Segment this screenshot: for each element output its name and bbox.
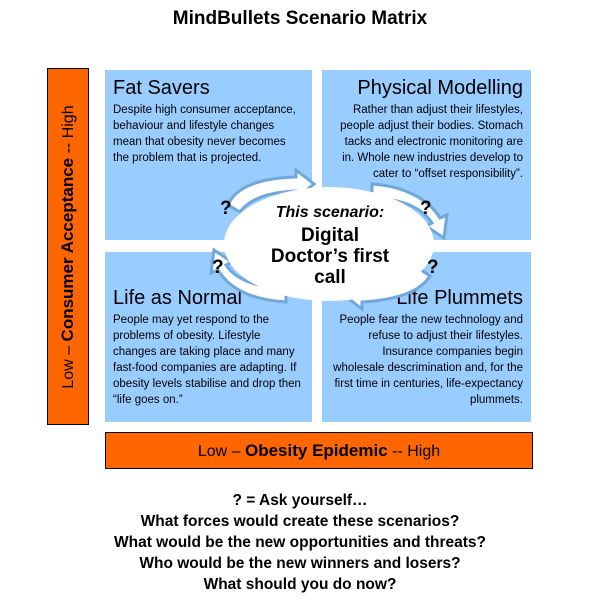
question-item: Who would be the new winners and losers? <box>139 555 461 572</box>
question-item: What forces would create these scenarios… <box>140 513 460 530</box>
scenario-name: Digital Doctor’s first call <box>270 225 390 288</box>
center-ellipse <box>224 187 434 301</box>
question-item: What would be the new opportunities and … <box>114 534 486 551</box>
x-axis-title: Obesity Epidemic <box>245 441 388 460</box>
diagram-title: MindBullets Scenario Matrix <box>172 8 428 29</box>
questions-intro: ? = Ask yourself… <box>232 492 368 509</box>
current-scenario: This scenario: Digital Doctor’s first ca… <box>230 203 430 288</box>
question-item: What should you do now? <box>203 576 397 593</box>
quadrant-title: Life as Normal <box>113 287 242 309</box>
question-mark-bl: ? <box>212 257 224 278</box>
question-mark-tr: ? <box>420 198 432 219</box>
quadrant-title: Fat Savers <box>113 77 210 99</box>
consumer-acceptance-axis: Low – Consumer Acceptance -- High <box>47 68 89 425</box>
scenario-label: This scenario: <box>275 204 385 221</box>
quadrant-text: Rather than adjust their lifestyles, peo… <box>340 104 523 180</box>
quadrant-text: People fear the new technology and refus… <box>333 314 523 406</box>
quadrant-title: Physical Modelling <box>357 77 523 99</box>
quadrant-text: Despite high consumer acceptance, behavi… <box>113 104 296 164</box>
quadrant-text: People may yet respond to the problems o… <box>113 314 301 406</box>
question-mark-tl: ? <box>220 198 232 219</box>
cycle-arrow-icon <box>226 166 317 214</box>
reflection-questions: ? = Ask yourself… What forces would crea… <box>0 490 600 595</box>
x-axis-high: -- High <box>392 443 441 460</box>
question-mark-br: ? <box>427 257 439 278</box>
obesity-epidemic-axis: Low – Obesity Epidemic -- High <box>105 432 533 469</box>
x-axis-low: Low – <box>197 443 241 460</box>
quadrant-title: Life Plummets <box>396 287 523 309</box>
